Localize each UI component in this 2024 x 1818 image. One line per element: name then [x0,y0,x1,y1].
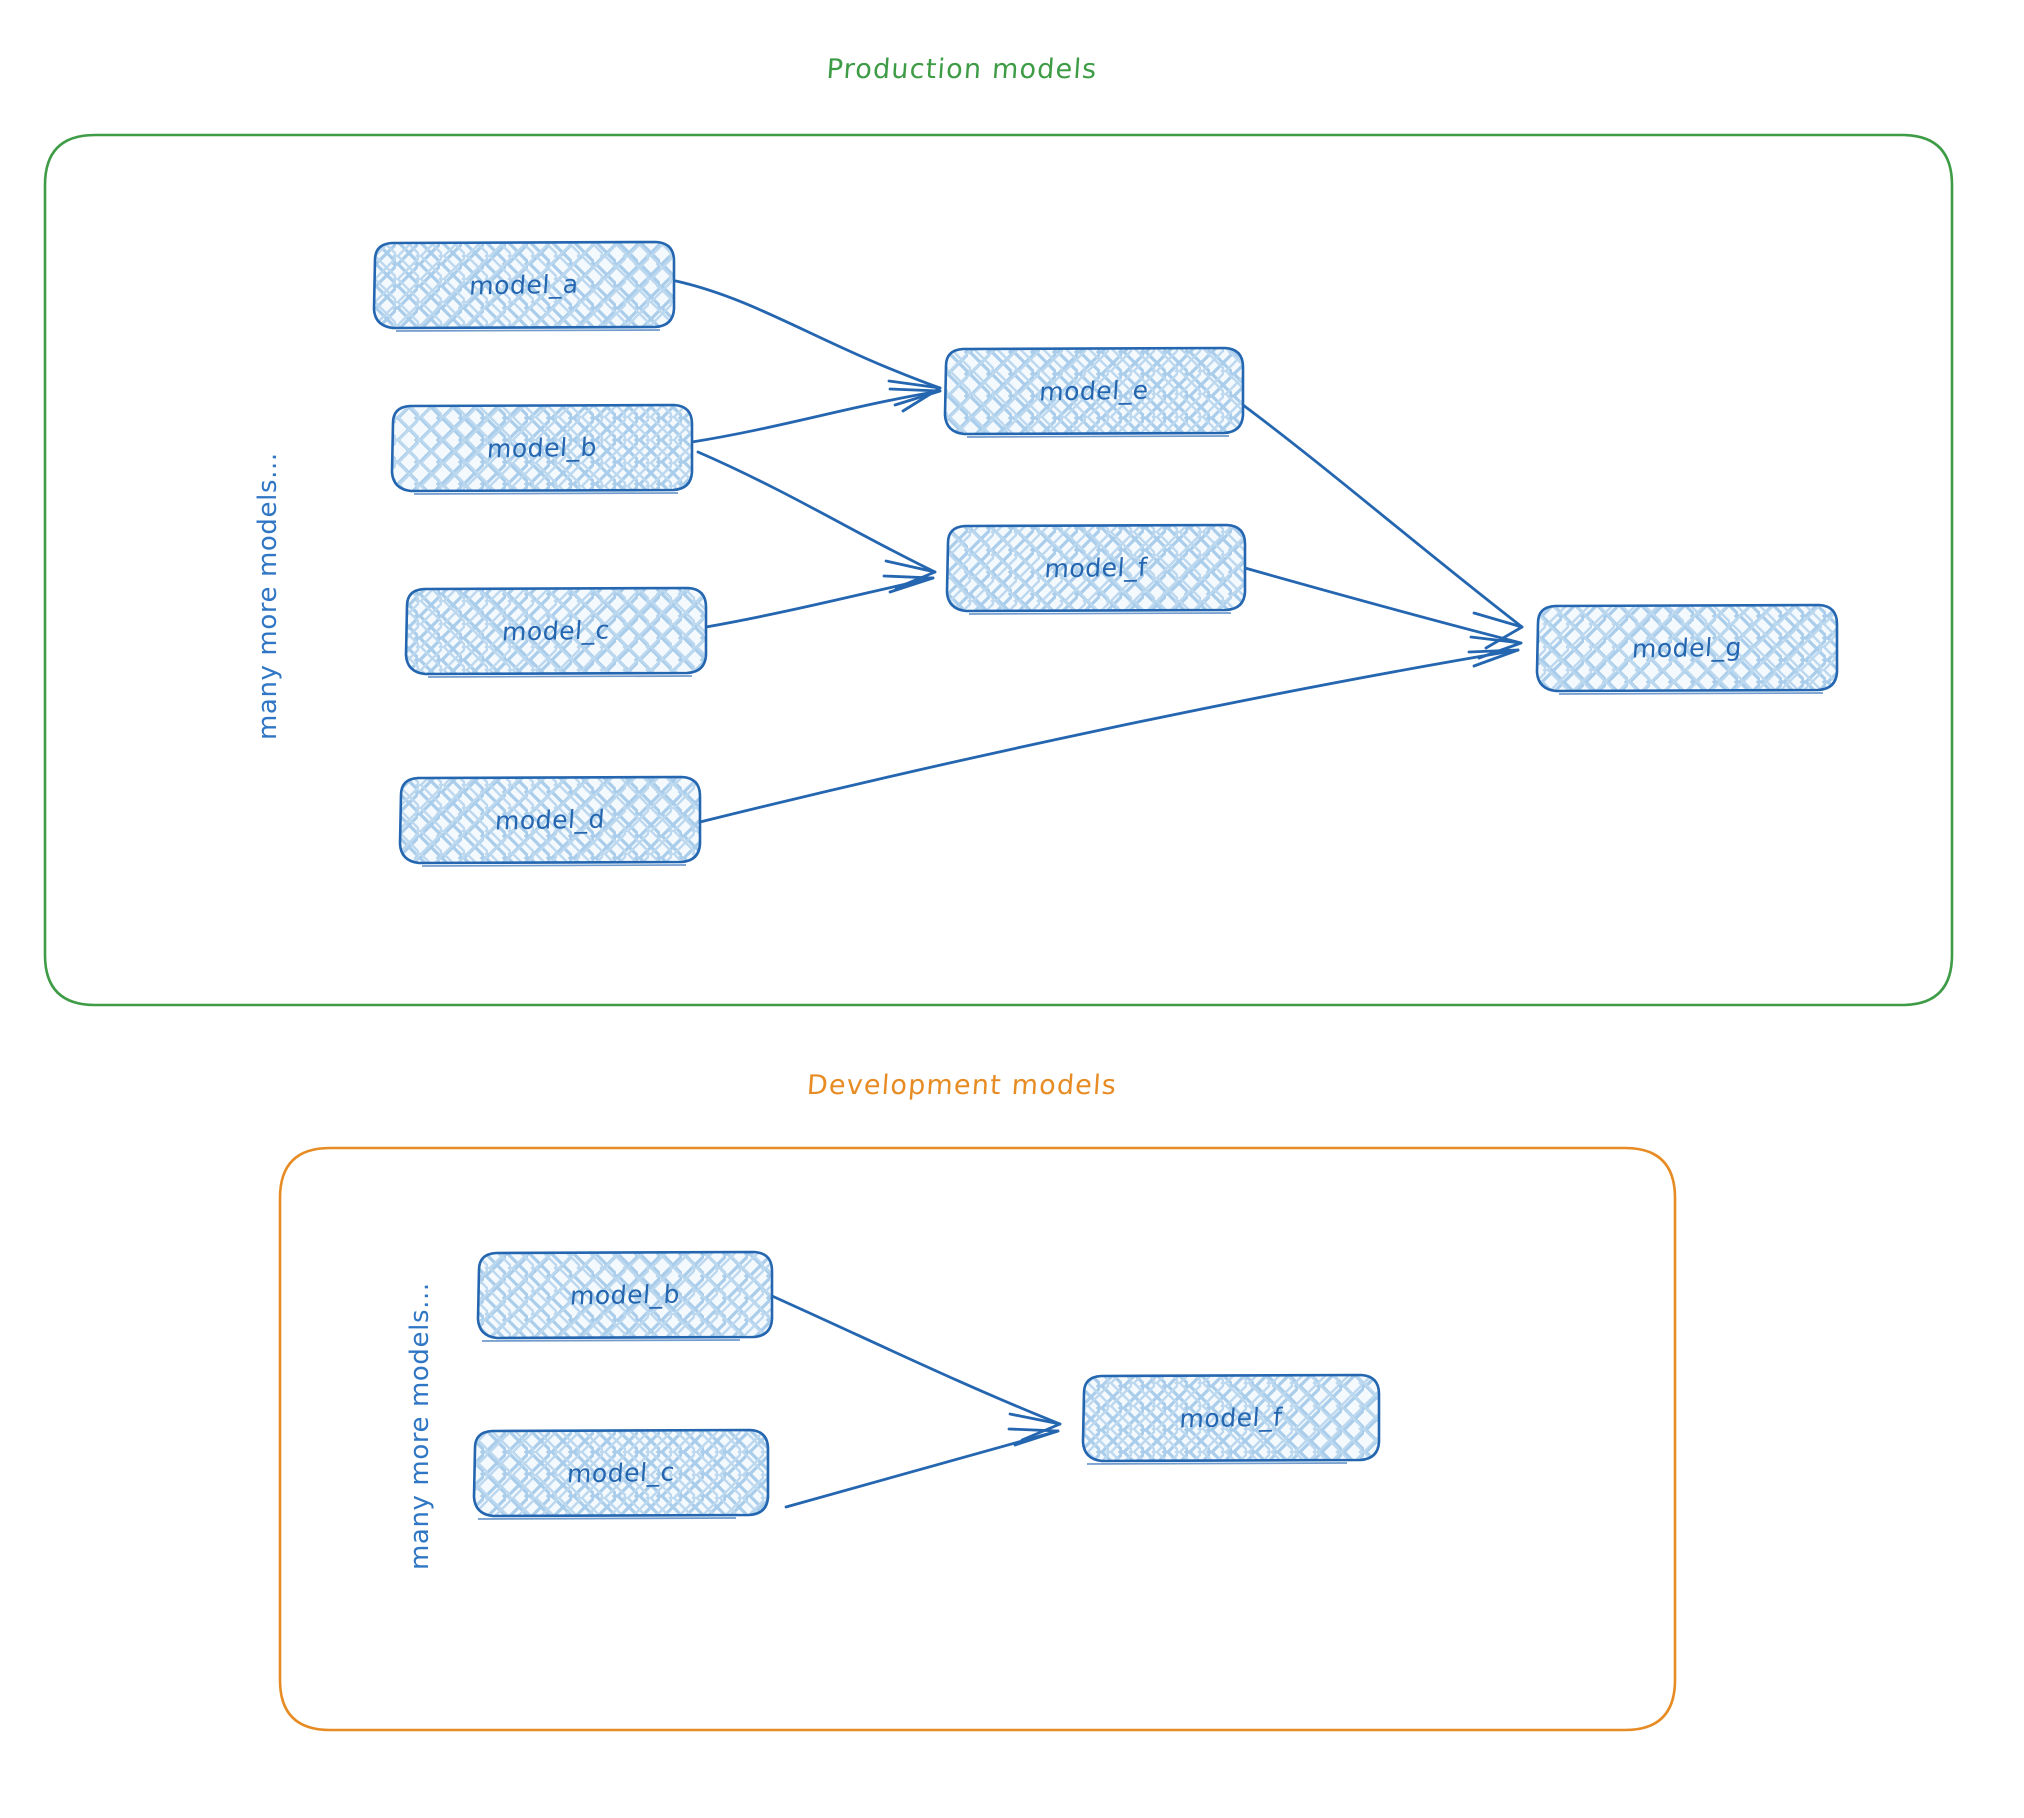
node-prod-model-g-hit[interactable] [1537,605,1837,690]
edge-model-c-to-model-f [704,574,935,629]
node-prod-model-c [404,586,708,678]
production-many-more-models-note: many more models... [253,452,283,740]
edge-dev-model-c-to-model-f [784,1427,1060,1509]
development-edges [770,1294,1062,1509]
node-dev-model-b-hit[interactable] [478,1252,772,1337]
node-dev-model-c [472,1428,770,1520]
node-prod-model-a-hit[interactable] [374,242,674,327]
node-prod-model-c-hit[interactable] [406,588,706,673]
production-nodes [372,240,1839,867]
development-group-frame [278,1146,1677,1732]
production-group-frame [43,133,1954,1007]
edge-model-e-to-model-g [1241,403,1524,650]
edge-model-b-to-model-e [690,387,942,444]
production-group-title: Production models [825,54,1099,85]
node-dev-model-f-hit[interactable] [1083,1375,1379,1460]
node-prod-model-d [398,775,702,867]
node-prod-model-a [372,240,676,332]
node-dev-model-b [476,1250,774,1342]
edge-dev-model-b-to-model-f [770,1294,1062,1442]
node-prod-model-e [943,346,1245,438]
node-prod-model-e-hit[interactable] [945,348,1243,433]
production-edges [674,279,1524,824]
node-prod-model-b [390,403,694,495]
development-nodes [472,1250,1381,1520]
node-dev-model-c-hit[interactable] [474,1430,768,1515]
node-dev-model-f [1081,1373,1381,1465]
edge-model-d-to-model-g [698,648,1520,824]
node-prod-model-f [945,523,1247,615]
node-prod-model-d-hit[interactable] [400,777,700,862]
edge-model-b-to-model-f [696,450,937,590]
edge-model-f-to-model-g [1243,566,1523,660]
node-prod-model-f-hit[interactable] [947,525,1245,610]
node-prod-model-g [1535,603,1839,695]
edge-model-a-to-model-e [674,279,942,413]
development-many-more-models-note: many more models... [405,1282,435,1570]
development-group-title: Development models [805,1070,1119,1101]
node-prod-model-b-hit[interactable] [392,405,692,490]
